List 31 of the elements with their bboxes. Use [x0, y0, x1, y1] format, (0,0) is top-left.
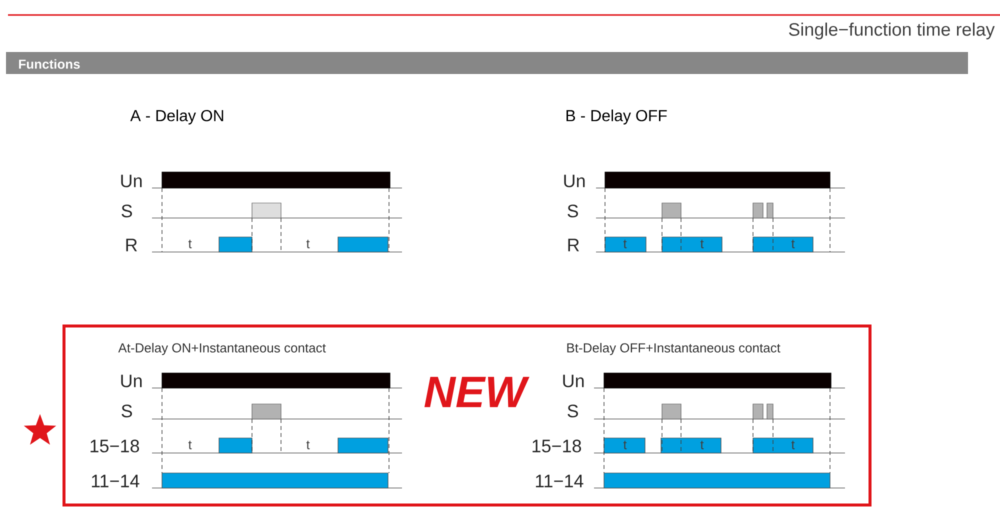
signal-label: S [568, 204, 578, 218]
section-heading: Functions [19, 59, 80, 69]
time-label: t [306, 240, 310, 248]
time-label: t [623, 240, 627, 248]
signal-label: Un [121, 374, 142, 388]
function-title: At-Delay ON+Instantaneous contact [118, 342, 326, 356]
time-label: t [700, 240, 704, 248]
signal-label: R [568, 238, 579, 252]
signal-label: R [126, 238, 137, 252]
time-label: t [791, 240, 795, 248]
time-label: t [700, 440, 704, 450]
signal-label: 11−14 [536, 474, 584, 488]
signal-label: S [122, 204, 132, 218]
time-label: t [188, 240, 192, 248]
function-title: A - Delay ON [130, 110, 224, 124]
time-label: t [623, 440, 627, 450]
signal-label: 11−14 [92, 474, 140, 488]
signal-label: S [568, 404, 578, 418]
time-label: t [306, 440, 310, 450]
signal-label: Un [564, 174, 585, 188]
signal-label: Un [121, 174, 142, 188]
new-badge-text: NEW [424, 376, 530, 408]
signal-label: 15−18 [90, 440, 140, 452]
function-title: Bt-Delay OFF+Instantaneous contact [567, 342, 780, 356]
time-label: t [188, 440, 192, 450]
time-label: t [791, 440, 795, 450]
page-title: Single−function time relay [789, 22, 995, 40]
signal-label: Un [563, 374, 584, 388]
signal-label: S [122, 404, 132, 418]
function-title: B - Delay OFF [566, 110, 667, 124]
signal-label: 15−18 [532, 440, 582, 452]
